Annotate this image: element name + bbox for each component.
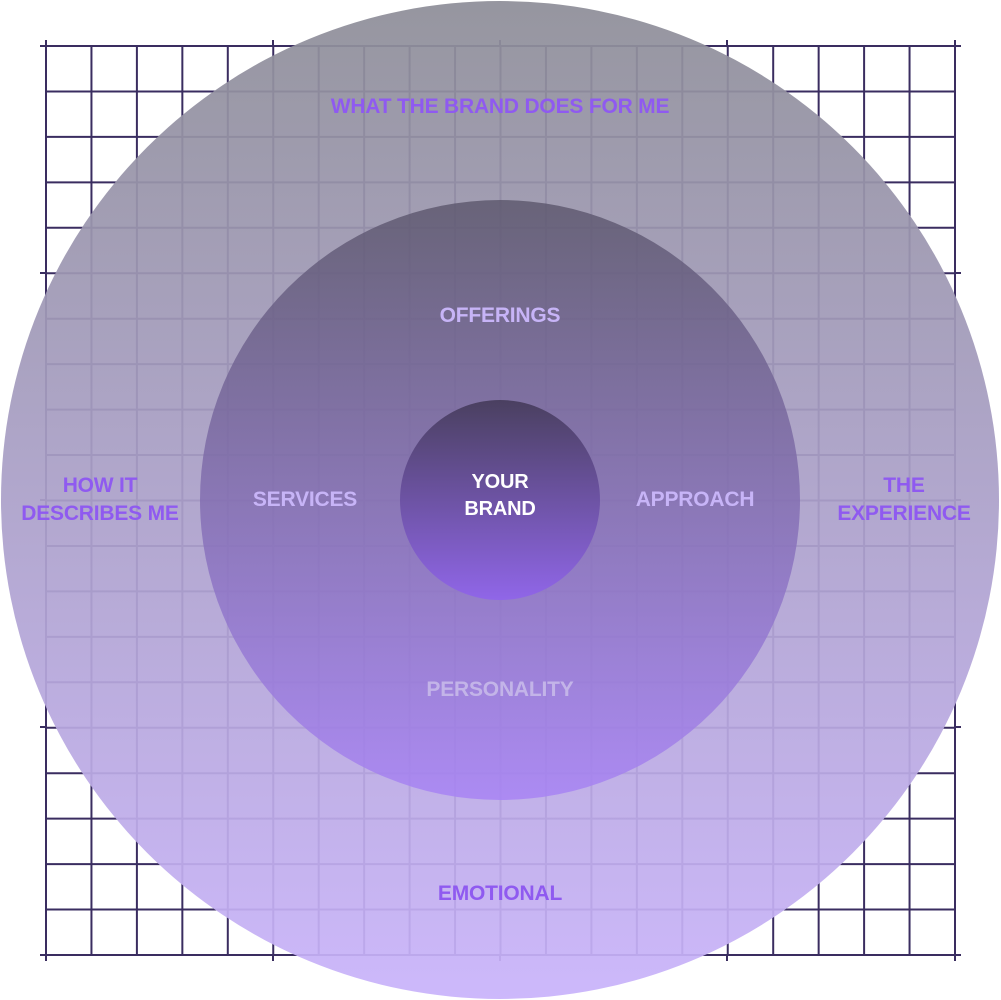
outer-label-bottom: EMOTIONAL	[437, 882, 563, 905]
outer-label-left: HOW IT DESCRIBES ME	[21, 474, 179, 525]
outer-label-top: WHAT THE BRAND DOES FOR ME	[330, 95, 670, 118]
middle-label-right: APPROACH	[635, 488, 755, 511]
middle-label-bottom: PERSONALITY	[426, 678, 574, 701]
inner-circle	[400, 400, 600, 600]
middle-label-top: OFFERINGS	[439, 304, 561, 327]
center-label: YOUR BRAND	[464, 471, 536, 520]
outer-label-right: THE EXPERIENCE	[837, 474, 971, 525]
middle-label-left: SERVICES	[252, 488, 358, 511]
